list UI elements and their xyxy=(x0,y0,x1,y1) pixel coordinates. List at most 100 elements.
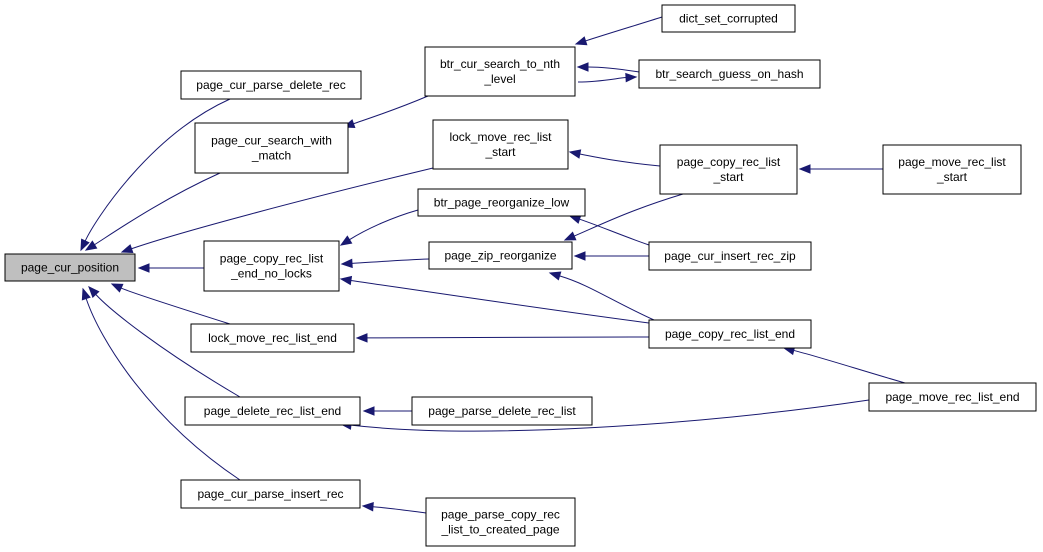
node-box xyxy=(424,46,576,97)
node-label: _list_to_created_page xyxy=(440,523,559,537)
arrow-head xyxy=(548,271,562,281)
node-label: _end_no_locks xyxy=(230,267,312,281)
edge-line xyxy=(131,167,434,250)
node-box xyxy=(417,188,586,217)
edge-bcstnl-to-pcswm xyxy=(342,95,429,129)
edge-pdrle-to-root xyxy=(88,286,241,398)
node-btr-page-reorganize-low[interactable]: btr_page_reorganize_low xyxy=(417,188,586,217)
arrow-head xyxy=(362,406,375,416)
edge-line xyxy=(573,193,684,237)
node-page-cur-parse-delete-rec[interactable]: page_cur_parse_delete_rec xyxy=(180,70,362,100)
node-page-cur-search-with-match[interactable]: page_cur_search_with_match xyxy=(194,122,349,174)
edge-bsgoh-to-bcstnl xyxy=(576,62,640,73)
node-label: page_copy_rec_list xyxy=(677,155,781,169)
node-label: lock_move_rec_list_end xyxy=(208,331,337,345)
node-box xyxy=(4,253,136,282)
node-label: lock_move_rec_list xyxy=(449,130,552,144)
node-box xyxy=(203,240,340,292)
node-label: page_cur_parse_delete_rec xyxy=(196,78,345,92)
edge-pmrls-to-pcrls xyxy=(798,164,884,174)
edge-pcirz-to-pzr xyxy=(573,251,650,261)
node-btr-cur-search-to-nth-level[interactable]: btr_cur_search_to_nth_level xyxy=(424,46,576,97)
node-box xyxy=(180,70,362,100)
edge-pcrle-to-pcrlenl xyxy=(339,275,650,324)
node-lock-move-rec-list-start[interactable]: lock_move_rec_list_start xyxy=(432,119,569,170)
edge-ppcrl-to-pcpir xyxy=(361,502,427,514)
node-label: page_cur_position xyxy=(21,261,119,275)
node-box xyxy=(868,382,1037,412)
node-box xyxy=(190,323,355,353)
node-page-parse-copy-rec-list-to-created-page[interactable]: page_parse_copy_rec_list_to_created_page xyxy=(425,497,576,547)
arrow-head xyxy=(88,286,100,298)
node-box xyxy=(638,59,821,89)
node-box xyxy=(428,241,573,270)
node-lock-move-rec-list-end[interactable]: lock_move_rec_list_end xyxy=(190,323,355,353)
arrow-head xyxy=(81,287,91,301)
node-page-zip-reorganize[interactable]: page_zip_reorganize xyxy=(428,241,573,270)
arrow-head xyxy=(355,333,368,343)
edge-pcrls-to-pzr xyxy=(563,193,684,241)
edge-line xyxy=(351,258,430,264)
node-box xyxy=(180,479,361,509)
edge-line xyxy=(587,66,640,73)
arrow-head xyxy=(568,214,582,224)
node-label: page_move_rec_list_end xyxy=(885,390,1019,404)
edge-pcrlenl-to-root xyxy=(137,263,204,273)
edge-pcpdr-to-root xyxy=(80,98,231,252)
edge-line xyxy=(353,95,429,125)
node-dict-set-corrupted[interactable]: dict_set_corrupted xyxy=(661,4,796,33)
edge-line xyxy=(579,218,650,246)
node-btr-search-guess-on-hash[interactable]: btr_search_guess_on_hash xyxy=(638,59,821,89)
edges-layer xyxy=(80,16,906,514)
edge-pcswm-to-root xyxy=(84,172,221,251)
arrow-head xyxy=(120,244,134,254)
arrow-head xyxy=(137,263,150,273)
arrow-head xyxy=(563,231,577,241)
node-label: page_cur_insert_rec_zip xyxy=(664,249,796,263)
node-label: dict_set_corrupted xyxy=(679,12,778,26)
node-label: page_zip_reorganize xyxy=(444,249,556,263)
edge-line xyxy=(349,209,419,241)
nodes-layer: page_cur_position page_cur_parse_delete_r… xyxy=(4,4,1037,547)
edge-line xyxy=(579,153,661,167)
node-page-cur-position[interactable]: page_cur_position xyxy=(4,253,136,282)
node-page-delete-rec-list-end[interactable]: page_delete_rec_list_end xyxy=(184,396,361,426)
node-page-copy-rec-list-end[interactable]: page_copy_rec_list_end xyxy=(648,319,812,349)
edge-pcpir-to-root xyxy=(81,287,241,481)
node-label: page_parse_copy_rec xyxy=(441,508,560,522)
arrow-head xyxy=(574,36,588,46)
arrow-head xyxy=(625,72,638,83)
node-page-move-rec-list-end[interactable]: page_move_rec_list_end xyxy=(868,382,1037,412)
node-label: _start xyxy=(936,170,968,184)
node-box xyxy=(648,319,812,349)
node-page-copy-rec-list-end-no-locks[interactable]: page_copy_rec_list_end_no_locks xyxy=(203,240,340,292)
arrow-head xyxy=(339,235,353,246)
node-label: _match xyxy=(251,149,291,163)
edge-pcrls-to-lmrls xyxy=(568,149,661,167)
node-label: page_copy_rec_list_end xyxy=(665,327,795,341)
node-box xyxy=(882,144,1022,195)
node-page-copy-rec-list-start[interactable]: page_copy_rec_list_start xyxy=(659,144,798,195)
node-page-move-rec-list-start[interactable]: page_move_rec_list_start xyxy=(882,144,1022,195)
edge-line xyxy=(350,399,870,432)
arrow-head xyxy=(84,240,98,251)
node-label: _start xyxy=(484,145,516,159)
arrow-head xyxy=(798,164,811,174)
edge-line xyxy=(350,279,650,324)
node-label: page_cur_search_with xyxy=(211,134,332,148)
node-box xyxy=(432,119,569,170)
node-box xyxy=(661,4,796,33)
edge-pcirz-to-bprl xyxy=(568,214,650,246)
edge-bprl-to-pcrlenl xyxy=(339,209,419,246)
edge-line xyxy=(793,349,906,384)
node-box xyxy=(411,396,593,426)
arrow-head xyxy=(568,149,582,159)
node-page-cur-insert-rec-zip[interactable]: page_cur_insert_rec_zip xyxy=(648,241,812,271)
node-page-parse-delete-rec-list[interactable]: page_parse_delete_rec_list xyxy=(411,396,593,426)
node-label: page_delete_rec_list_end xyxy=(204,404,341,418)
arrow-head xyxy=(80,238,90,252)
node-page-cur-parse-insert-rec[interactable]: page_cur_parse_insert_rec xyxy=(180,479,361,509)
edge-line xyxy=(559,275,655,321)
node-label: btr_search_guess_on_hash xyxy=(655,67,803,81)
node-label: page_parse_delete_rec_list xyxy=(428,404,576,418)
